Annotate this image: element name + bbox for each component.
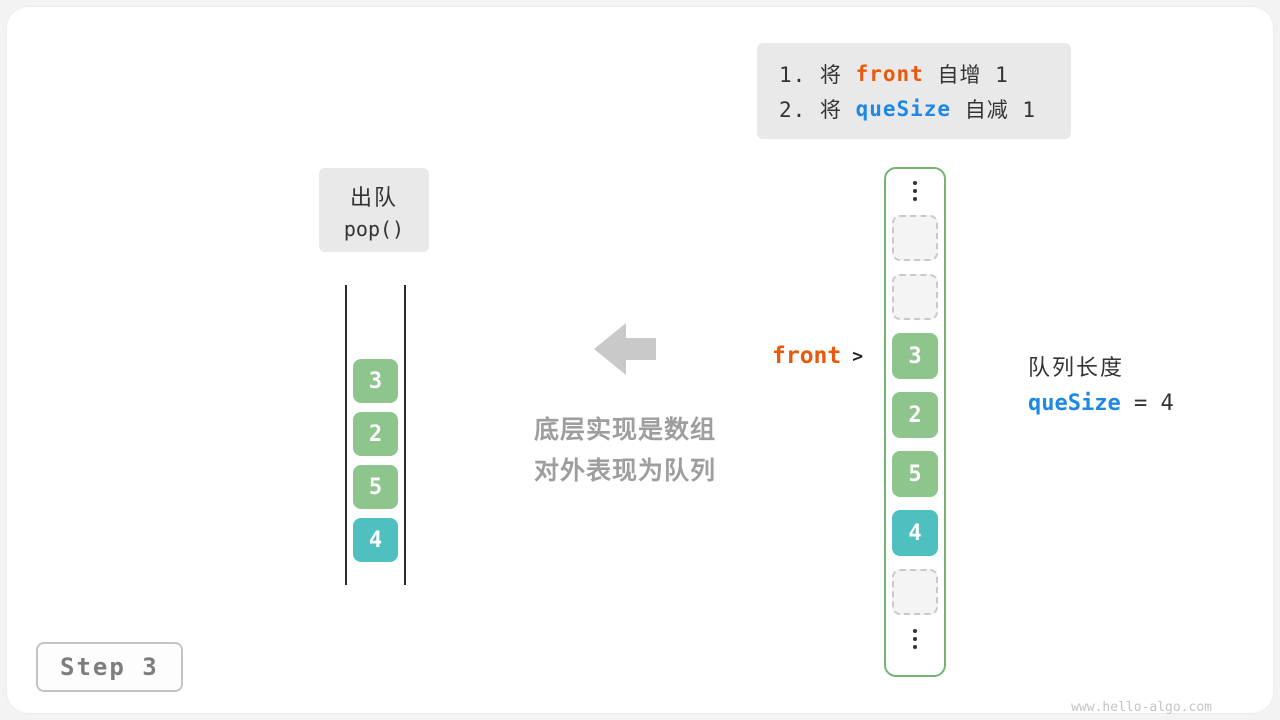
queue-rails: 3 2 5 4 — [345, 285, 406, 585]
explanation-line-2: 对外表现为队列 — [533, 457, 716, 485]
queue-cell: 3 — [353, 359, 398, 403]
array-cell-empty — [892, 215, 938, 261]
front-pointer-label: front — [772, 343, 842, 369]
front-keyword: front — [855, 61, 924, 86]
left-arrow-icon — [594, 323, 656, 375]
operation-code: pop() — [343, 216, 405, 241]
quesize-equals: = 4 — [1120, 391, 1174, 416]
instruction-line-1: 1. 将 front 自增 1 — [779, 56, 1049, 91]
watermark: www.hello-algo.com — [1071, 700, 1212, 715]
queue-cell: 4 — [353, 518, 398, 562]
array-cell: 5 — [892, 451, 938, 497]
quesize-keyword: queSize — [855, 96, 952, 121]
front-pointer: front > — [772, 343, 863, 369]
array-cell: 3 — [892, 333, 938, 379]
ellipsis-bottom-icon — [913, 628, 917, 650]
queue-size-label: 队列长度 queSize = 4 — [1028, 350, 1174, 416]
array-cell: 4 — [892, 510, 938, 556]
ellipsis-top-icon — [913, 180, 917, 202]
operation-title: 出队 — [349, 184, 398, 210]
queue-cell: 2 — [353, 412, 398, 456]
queue-cells: 3 2 5 4 — [353, 359, 398, 562]
instruction-2-suffix: 自减 1 — [951, 97, 1037, 122]
instruction-line-2: 2. 将 queSize 自减 1 — [779, 91, 1049, 126]
array-column: 3 2 5 4 — [884, 167, 946, 677]
operation-box: 出队 pop() — [319, 168, 429, 252]
array-cell-empty — [892, 569, 938, 615]
queue-size-title: 队列长度 — [1028, 355, 1125, 380]
queue-size-value: queSize = 4 — [1028, 391, 1174, 416]
instruction-2-prefix: 2. 将 — [779, 97, 856, 122]
array-cell: 2 — [892, 392, 938, 438]
step-badge: Step 3 — [36, 642, 183, 692]
explanation-text: 底层实现是数组 对外表现为队列 — [495, 410, 755, 492]
quesize-var: queSize — [1028, 391, 1121, 416]
instruction-1-prefix: 1. 将 — [779, 62, 856, 87]
instruction-1-suffix: 自增 1 — [923, 62, 1009, 87]
queue-cell: 5 — [353, 465, 398, 509]
array-cell-empty — [892, 274, 938, 320]
explanation-line-1: 底层实现是数组 — [533, 416, 716, 444]
instruction-box: 1. 将 front 自增 1 2. 将 queSize 自减 1 — [757, 43, 1071, 139]
front-pointer-arrow-icon: > — [852, 345, 864, 367]
